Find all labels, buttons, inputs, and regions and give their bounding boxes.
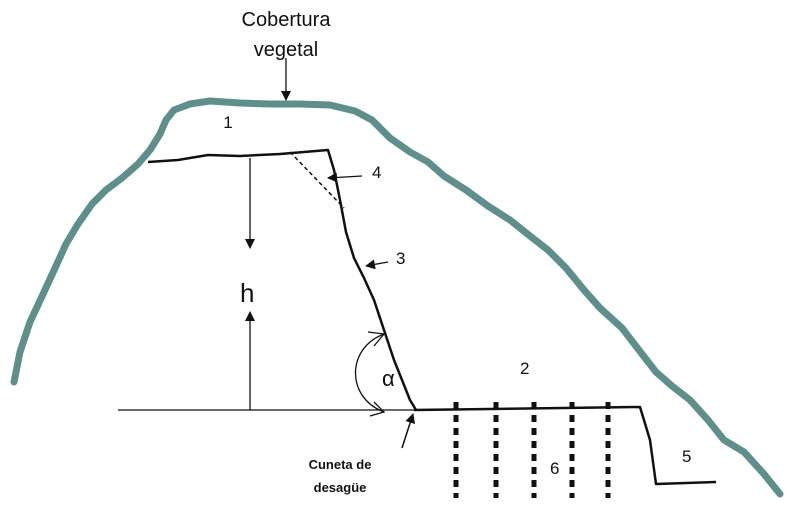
label-2: 2 bbox=[520, 359, 529, 378]
label-h: h bbox=[240, 278, 254, 308]
label-1: 1 bbox=[223, 113, 232, 132]
drainage-columns bbox=[453, 402, 611, 498]
berm-line bbox=[413, 405, 717, 486]
label-alpha: α bbox=[382, 366, 395, 391]
title-line-2: vegetal bbox=[254, 39, 319, 61]
label-5: 5 bbox=[682, 447, 691, 466]
label-4: 4 bbox=[372, 163, 381, 182]
dashed-slope-line bbox=[289, 151, 345, 209]
angle-arc-arrow-top bbox=[367, 331, 386, 347]
label-3-pointer-arrow bbox=[365, 259, 389, 270]
label-6: 6 bbox=[550, 459, 559, 478]
label-4-pointer-arrow bbox=[327, 172, 363, 183]
cuneta-label-line-1: Cuneta de bbox=[309, 457, 372, 472]
slope-profile-line bbox=[147, 148, 418, 411]
cuneta-pointer-arrow bbox=[401, 413, 415, 449]
angle-arc bbox=[354, 333, 385, 413]
label-3: 3 bbox=[396, 249, 405, 268]
title-line-1: Cobertura bbox=[242, 9, 332, 31]
cuneta-label-line-2: desagüe bbox=[314, 480, 367, 495]
vegetation-cover-line bbox=[10, 97, 784, 498]
angle-arc-arrow-bottom bbox=[369, 401, 386, 417]
